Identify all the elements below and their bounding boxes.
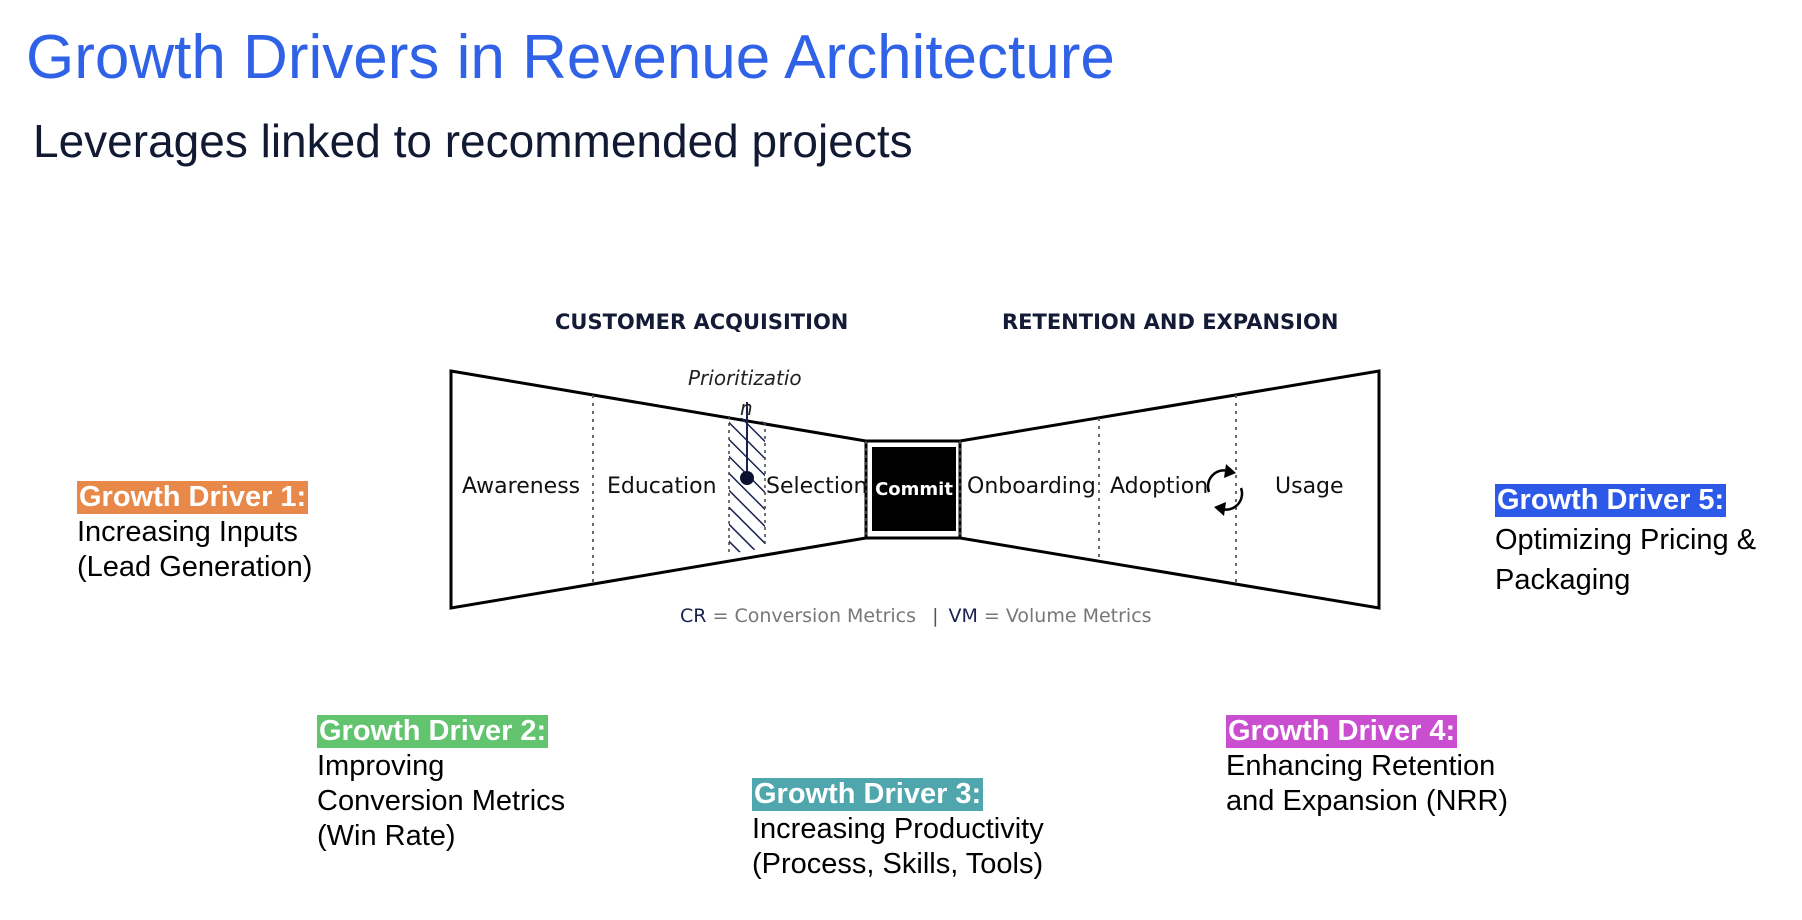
growth-driver-2-line-1: Improving: [317, 750, 445, 782]
stage-selection: Selection: [766, 474, 868, 499]
growth-driver-4-label: Growth Driver 4:: [1226, 715, 1458, 748]
growth-driver-2: Growth Driver 2: Improving Conversion Me…: [317, 714, 565, 854]
growth-driver-1-label: Growth Driver 1:: [77, 481, 309, 514]
stage-commit: Commit: [872, 447, 956, 531]
heading-retention-expansion: RETENTION AND EXPANSION: [1002, 310, 1339, 334]
prioritization-label-tail: n: [740, 396, 753, 420]
heading-customer-acquisition: CUSTOMER ACQUISITION: [555, 310, 849, 334]
growth-driver-1: Growth Driver 1: Increasing Inputs (Lead…: [77, 480, 312, 585]
growth-driver-3-line-2: (Process, Skills, Tools): [752, 848, 1044, 880]
growth-driver-4-line-2: and Expansion (NRR): [1226, 785, 1509, 817]
metrics-legend: CR = Conversion Metrics | VM = Volume Met…: [680, 605, 1152, 627]
growth-driver-3-line-1: Increasing Productivity: [752, 813, 1044, 845]
page-title: Growth Drivers in Revenue Architecture: [26, 23, 1115, 92]
growth-driver-5-line-2: Packaging: [1495, 564, 1631, 596]
growth-driver-2-line-3: (Win Rate): [317, 820, 456, 852]
prioritization-marker: [740, 402, 754, 485]
growth-driver-3: Growth Driver 3: Increasing Productivity…: [752, 777, 1044, 882]
growth-driver-3-label: Growth Driver 3:: [752, 778, 984, 811]
growth-driver-1-line-2: (Lead Generation): [77, 551, 313, 583]
stage-education: Education: [607, 474, 717, 499]
legend-cr-key: CR: [680, 605, 707, 627]
growth-driver-2-line-2: Conversion Metrics: [317, 785, 566, 817]
stage-adoption: Adoption: [1110, 474, 1209, 499]
stage-awareness: Awareness: [462, 474, 581, 499]
growth-driver-5-line-1: Optimizing Pricing &: [1495, 524, 1757, 556]
prioritization-label: Prioritizatio: [688, 366, 802, 390]
legend-separator: |: [932, 605, 939, 627]
legend-vm-text: = Volume Metrics: [983, 605, 1152, 627]
growth-driver-1-line-1: Increasing Inputs: [77, 516, 298, 548]
page-subtitle: Leverages linked to recommended projects: [33, 115, 913, 167]
legend-cr-text: = Conversion Metrics: [712, 605, 917, 627]
growth-driver-2-label: Growth Driver 2:: [317, 715, 549, 748]
legend-vm-key: VM: [948, 605, 978, 627]
growth-driver-5-label: Growth Driver 5:: [1495, 484, 1727, 517]
stage-onboarding: Onboarding: [967, 474, 1096, 499]
refresh-cycle-icon: [1206, 464, 1244, 516]
growth-driver-5: Growth Driver 5: Optimizing Pricing & Pa…: [1495, 480, 1756, 600]
stage-usage: Usage: [1275, 474, 1344, 499]
growth-driver-4-line-1: Enhancing Retention: [1226, 750, 1496, 782]
growth-driver-4: Growth Driver 4: Enhancing Retention and…: [1226, 714, 1508, 819]
